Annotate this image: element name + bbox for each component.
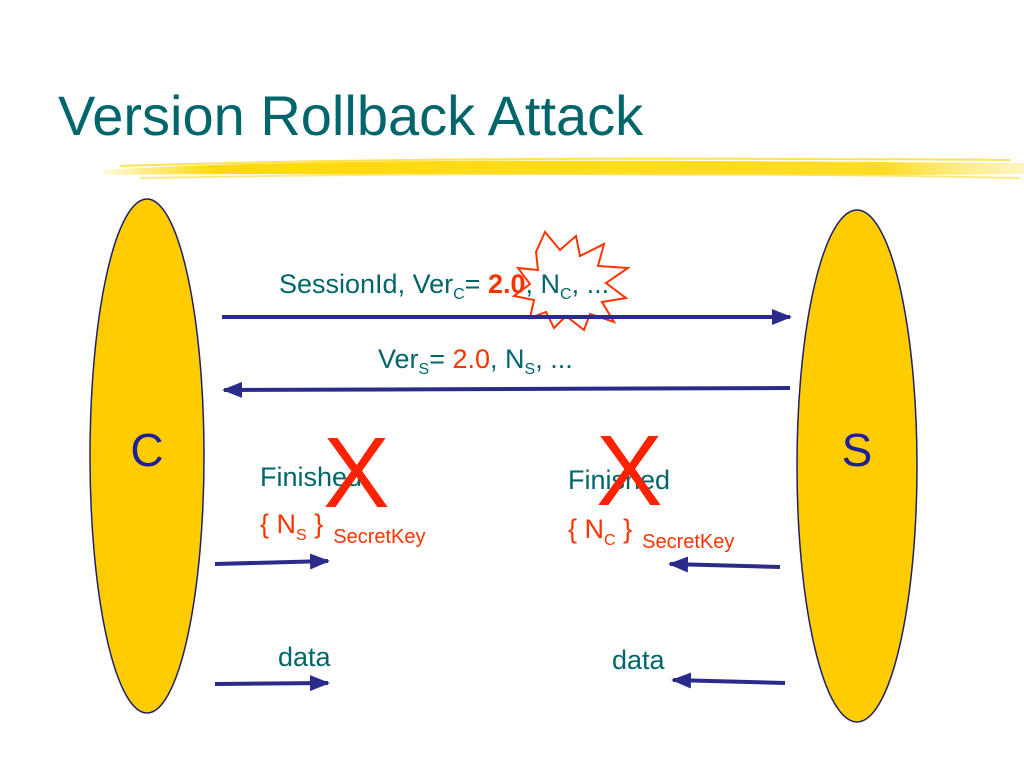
title-underline [104, 157, 1024, 179]
msg2-text: VerS= 2.0, NS, ... [378, 344, 573, 378]
finished-left-label: Finished [260, 462, 362, 492]
finished-right-payload: { NC }SecretKey [568, 514, 734, 553]
data-right-label: data [612, 645, 666, 675]
arrow-server-hello [222, 381, 791, 398]
msg1-text: SessionId, VerC= 2.0, NC, ... [279, 269, 609, 303]
starburst-icon [511, 230, 631, 332]
data-left-label: data [278, 642, 332, 672]
finished-left-payload: { NS }SecretKey [260, 509, 426, 548]
x-mark-icon: X [323, 417, 390, 529]
x-mark-icon: X [596, 415, 663, 527]
arrow-finished-client [214, 553, 330, 570]
finished-right-label: Finished [568, 465, 670, 495]
page-title: Version Rollback Attack [58, 84, 644, 147]
server-label: S [842, 424, 873, 476]
msg2-version-value: 2.0 [452, 344, 490, 374]
client-party: C [89, 198, 205, 714]
server-party: S [796, 209, 918, 723]
arrow-data-server [671, 672, 786, 689]
client-label: C [130, 424, 163, 476]
arrow-finished-server [668, 556, 781, 573]
msg1-version-value: 2.0 [488, 269, 526, 299]
arrow-data-client [214, 675, 330, 692]
